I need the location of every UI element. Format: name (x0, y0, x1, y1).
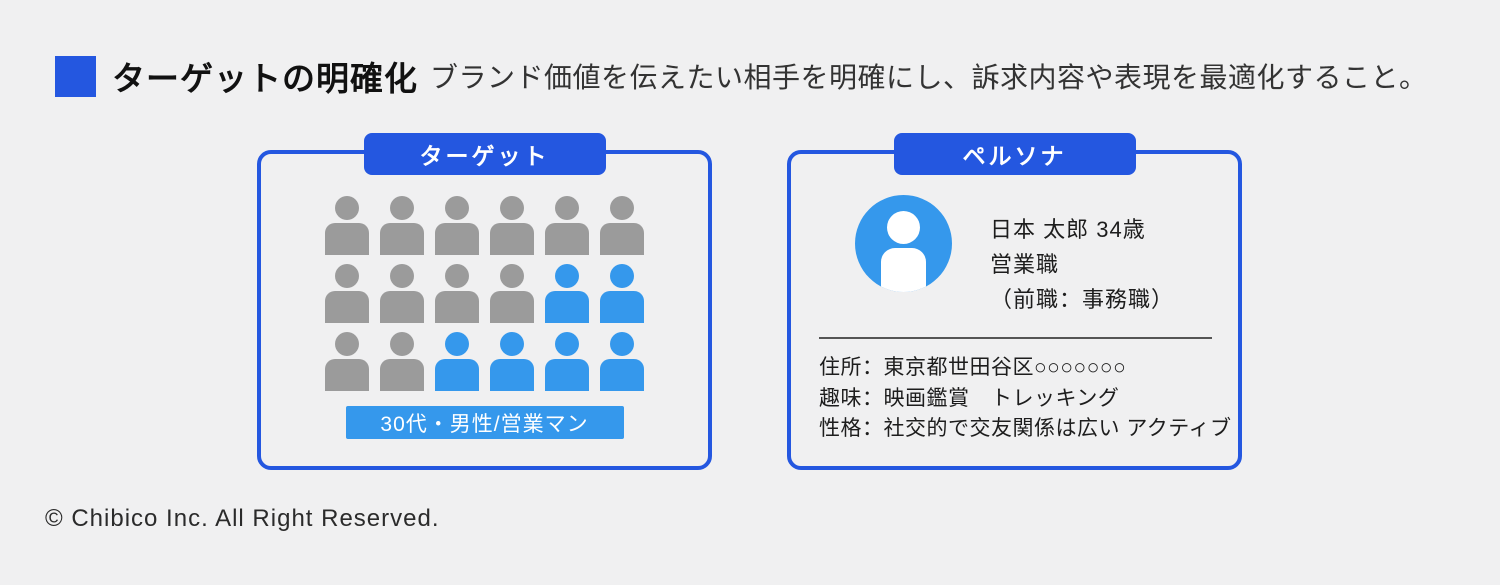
person-icon-gray (380, 264, 424, 323)
persona-detail-hobby: 趣味：映画鑑賞 トレッキング (819, 386, 1120, 410)
persona-job: 営業職 (990, 252, 1060, 277)
person-icon-blue (600, 332, 644, 391)
persona-panel: ペルソナ 日本 太郎 34歳 営業職 （前職：事務職） 住所：東京都世田谷区○○… (787, 133, 1242, 470)
target-people-grid (261, 196, 708, 391)
person-icon-blue (545, 332, 589, 391)
persona-detail-address: 住所：東京都世田谷区○○○○○○○ (819, 356, 1127, 379)
person-icon-gray (435, 196, 479, 255)
header: ターゲットの明確化 ブランド価値を伝えたい相手を明確にし、訴求内容や表現を最適化… (55, 52, 1428, 100)
person-icon-blue (600, 264, 644, 323)
person-icon-gray (380, 196, 424, 255)
people-grid-row (325, 264, 644, 323)
copyright-text: © Chibico Inc. All Right Reserved. (45, 505, 440, 532)
person-icon-gray (325, 332, 369, 391)
persona-details: 住所：東京都世田谷区○○○○○○○ 趣味：映画鑑賞 トレッキング 性格：社交的で… (819, 353, 1232, 445)
page-subtitle: ブランド価値を伝えたい相手を明確にし、訴求内容や表現を最適化すること。 (430, 62, 1428, 93)
target-panel: ターゲット 30代・男性/営業マン (257, 133, 712, 470)
person-icon-gray (600, 196, 644, 255)
people-grid-row (325, 332, 644, 391)
person-icon-blue (435, 332, 479, 391)
title-bullet-square-icon (55, 55, 96, 97)
person-icon-gray (325, 264, 369, 323)
persona-detail-personality: 性格：社交的で交友関係は広い アクティブ (819, 417, 1232, 440)
profile-divider (819, 337, 1212, 339)
persona-panel-tab: ペルソナ (893, 133, 1136, 175)
avatar-body-shape (881, 248, 926, 292)
person-icon-blue (545, 264, 589, 323)
avatar-head-shape (887, 211, 920, 244)
person-icon-gray (435, 264, 479, 323)
person-icon-blue (490, 332, 534, 391)
persona-profile: 日本 太郎 34歳 営業職 （前職：事務職） (990, 212, 1174, 317)
people-grid-row (325, 196, 644, 255)
target-caption-label: 30代・男性/営業マン (345, 406, 624, 439)
page-title: ターゲットの明確化 (112, 60, 418, 97)
persona-previous-job: （前職：事務職） (990, 287, 1175, 312)
persona-name: 日本 太郎 34歳 (990, 217, 1146, 242)
person-icon-gray (380, 332, 424, 391)
persona-avatar-icon (855, 195, 952, 292)
person-icon-gray (545, 196, 589, 255)
person-icon-gray (490, 264, 534, 323)
target-panel-tab: ターゲット (363, 133, 606, 175)
person-icon-gray (490, 196, 534, 255)
person-icon-gray (325, 196, 369, 255)
